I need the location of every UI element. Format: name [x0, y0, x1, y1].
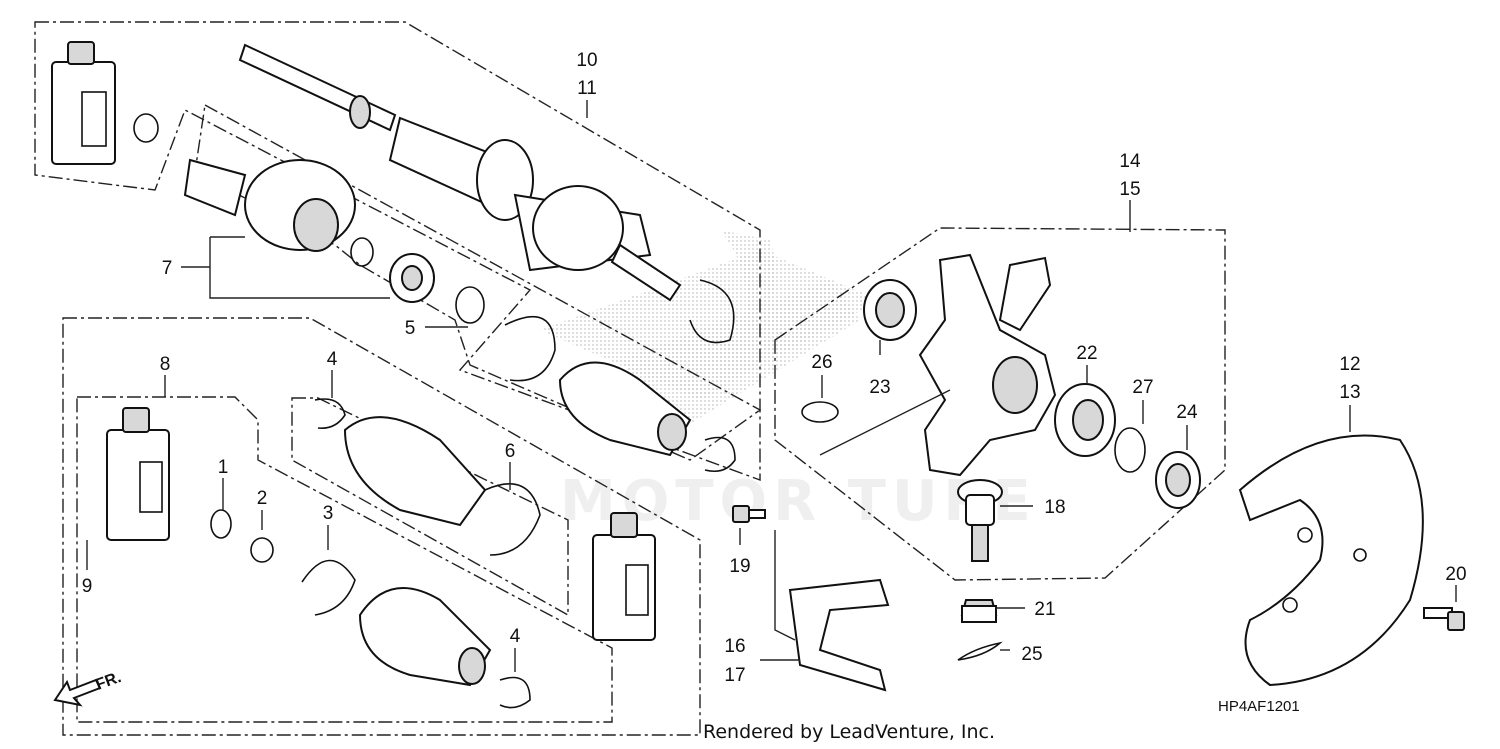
- callout-12: 12: [1339, 354, 1360, 375]
- callout-19: 19: [729, 556, 750, 577]
- callout-4-lower: 4: [510, 626, 521, 647]
- snap-ring-icon: [350, 237, 374, 267]
- callout-26: 26: [811, 352, 832, 373]
- callout-13: 13: [1339, 382, 1360, 403]
- stop-ring-icon: [455, 286, 485, 324]
- callout-17: 17: [724, 665, 745, 686]
- kit-boundaries: [34, 21, 1226, 736]
- callout-11: 11: [577, 78, 597, 99]
- boot-band-icon: [301, 559, 356, 616]
- callout-23: 23: [869, 377, 890, 398]
- front-direction-marker: FR.: [53, 669, 124, 707]
- callout-21: 21: [1034, 599, 1055, 620]
- callout-16: 16: [724, 636, 745, 657]
- circlip-icon: [133, 113, 159, 143]
- snap-ring-icon: [1114, 427, 1146, 473]
- callout-3: 3: [323, 503, 334, 524]
- leader-lines: [86, 100, 1457, 672]
- callout-5: 5: [405, 318, 416, 339]
- callout-15: 15: [1119, 179, 1140, 200]
- boot-band-icon: [504, 315, 556, 382]
- oil-seal-icon: [863, 279, 917, 341]
- callout-10: 10: [576, 50, 597, 71]
- boot-icon: [358, 587, 492, 687]
- bolt-icon: [732, 505, 766, 523]
- diagram-code: HP4AF1201: [1218, 698, 1300, 715]
- circlip-icon: [801, 401, 839, 423]
- callout-8: 8: [160, 354, 171, 375]
- bearing-cage-icon: [389, 253, 435, 303]
- callout-7: 7: [162, 258, 173, 279]
- callout-14: 14: [1119, 151, 1141, 172]
- boot-band-icon: [704, 436, 736, 473]
- callout-18: 18: [1044, 497, 1065, 518]
- callout-9: 9: [82, 576, 93, 597]
- ball-joint-icon: [957, 479, 1003, 562]
- boot-band-icon: [499, 676, 531, 709]
- front-label: FR.: [94, 669, 124, 694]
- knuckle-icon: [918, 253, 1057, 477]
- callout-1: 1: [218, 457, 229, 478]
- svg-text:MOTOR TURE: MOTOR TURE: [560, 469, 1037, 534]
- brake-shield-icon: [1238, 434, 1424, 687]
- callout-25: 25: [1021, 644, 1042, 665]
- callout-6: 6: [505, 441, 516, 462]
- callout-22: 22: [1076, 343, 1097, 364]
- callout-labels: 10 11 7 5 4 8 6 1 2 3 4 9 14 15 12 13 23…: [82, 50, 1467, 686]
- dealer-watermark: MOTOR TURE: [540, 230, 1037, 534]
- bolt-icon: [1423, 607, 1465, 631]
- oil-bottle-icon: [51, 41, 116, 165]
- boot-band-icon: [314, 398, 346, 430]
- boot-icon: [343, 416, 487, 527]
- oil-bottle-icon: [592, 512, 656, 641]
- snap-ring-icon: [250, 537, 274, 563]
- oil-bottle-icon: [106, 407, 170, 541]
- boot-band-icon: [484, 483, 541, 556]
- callout-24: 24: [1176, 402, 1198, 423]
- callout-4-upper: 4: [327, 349, 338, 370]
- callout-27: 27: [1132, 377, 1153, 398]
- cv-joint-housing-icon: [183, 158, 356, 252]
- boot-icon: [558, 361, 692, 457]
- drive-shaft-icon: [238, 43, 735, 344]
- render-credit: Rendered by LeadVenture, Inc.: [703, 721, 995, 743]
- skid-plate-icon: [788, 578, 890, 692]
- circlip-icon: [210, 509, 232, 539]
- castle-nut-icon: [960, 599, 998, 623]
- wheel-bearing-icon: [1054, 383, 1116, 457]
- callout-20: 20: [1445, 564, 1466, 585]
- oil-seal-icon: [1155, 451, 1201, 509]
- cotter-pin-icon: [957, 641, 1003, 661]
- callout-2: 2: [257, 488, 268, 509]
